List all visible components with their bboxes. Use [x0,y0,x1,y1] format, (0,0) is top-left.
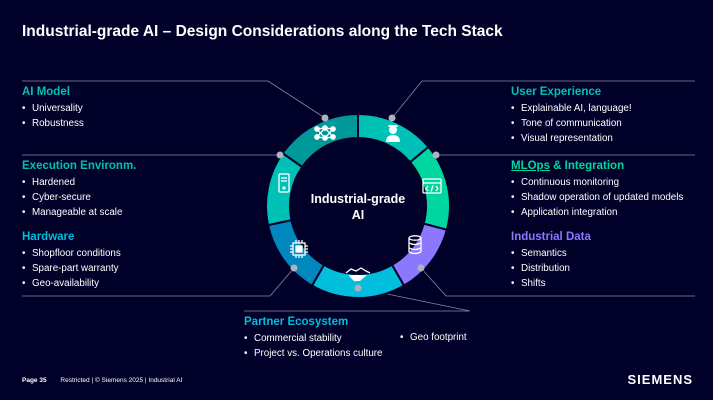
ring-segment-hardware [266,218,326,288]
footer-classification: Restricted | © Siemens 2025 | Industrial… [60,377,183,384]
mlops-heading-term: MLOps [511,160,550,172]
siemens-logo: SIEMENS [627,372,693,387]
code-window-icon [422,178,442,194]
connector-user-experience [391,80,695,119]
mlops-heading: MLOps & Integration [511,160,683,172]
hardware-item: Spare-part warranty [22,261,121,276]
execution-heading: Execution Environm. [22,160,137,172]
execution-item: Manageable at scale [22,205,136,220]
handshake-icon [345,267,371,282]
partner-heading: Partner Ecosystem [244,316,349,328]
node-dot-industrial-data [417,264,425,272]
partner-item: Project vs. Operations culture [244,346,383,361]
ai-model-heading: AI Model [22,86,70,98]
database-icon [408,235,422,255]
connector-hardware [22,267,295,297]
ring-segment-industrial-data [390,222,449,288]
user-icon [386,125,400,142]
user-experience-item: Explainable AI, language! [511,101,632,116]
node-dot-mlops [432,151,440,159]
server-icon [278,173,290,193]
footer: Page 35 Restricted | © Siemens 2025 | In… [22,377,182,384]
ring-segment-ai-model [281,112,359,169]
partner-item-geo: Geo footprint [400,332,467,343]
ai-model-block: AI Model Universality Robustness [22,86,84,131]
hardware-item: Shopfloor conditions [22,246,121,261]
industrial-data-item: Semantics [511,246,591,261]
user-experience-item: Visual representation [511,131,632,146]
industrial-data-heading: Industrial Data [511,231,591,243]
node-dot-ai-model [321,114,329,122]
execution-item: Cyber-secure [22,190,136,205]
node-dot-partner [354,284,362,292]
ai-model-item: Universality [22,101,84,116]
user-experience-block: User Experience Explainable AI, language… [511,86,632,146]
chip-icon [290,240,308,258]
mlops-item: Shadow operation of updated models [511,190,683,205]
hardware-heading: Hardware [22,231,75,243]
connector-industrial-data [420,267,695,297]
connector-partner [244,287,471,312]
center-label: Industrial-grade AI [303,191,413,223]
center-label-line2: AI [351,208,365,222]
industrial-data-block: Industrial Data Semantics Distribution S… [511,231,591,291]
user-experience-heading: User Experience [511,86,602,98]
industrial-data-item: Distribution [511,261,591,276]
node-dot-hardware [290,264,298,272]
partner-item: Commercial stability [244,331,383,346]
connector-ai-model [22,80,326,119]
neural-network-icon [314,125,336,141]
ai-model-item: Robustness [22,116,84,131]
mlops-block: MLOps & Integration Continuous monitorin… [511,160,683,220]
execution-item: Hardened [22,175,136,190]
page-title: Industrial-grade AI – Design Considerati… [22,23,503,40]
ring-segment-mlops [408,145,451,232]
mlops-heading-rest: & Integration [549,160,625,172]
hardware-block: Hardware Shopfloor conditions Spare-part… [22,231,121,291]
center-label-line1: Industrial-grade [310,192,406,206]
ring-segments [265,112,451,299]
node-dot-user-experience [388,114,396,122]
mlops-item: Application integration [511,205,683,220]
hardware-item: Geo-availability [22,276,121,291]
mlops-item: Continuous monitoring [511,175,683,190]
industrial-data-item: Shifts [511,276,591,291]
page-number: Page 35 [22,377,47,384]
execution-block: Execution Environm. Hardened Cyber-secur… [22,160,136,220]
node-dot-execution [276,151,284,159]
partner-block: Partner Ecosystem Commercial stability P… [244,316,383,361]
user-experience-item: Tone of communication [511,116,632,131]
